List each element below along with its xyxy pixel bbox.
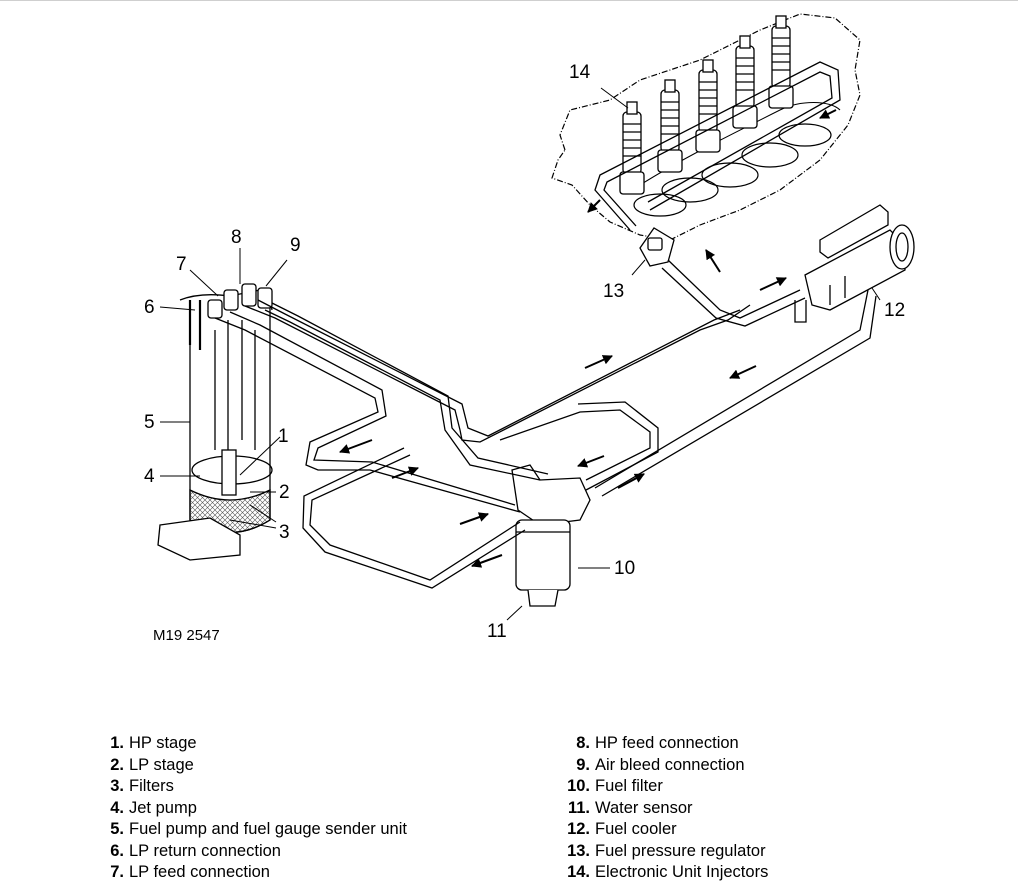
fuel-lines (214, 259, 877, 589)
injector-5 (768, 15, 794, 109)
callout-4: 4 (144, 466, 155, 487)
legend-column-left: 1. HP stage 2. LP stage 3. Filters 4. Jet pu… (92, 733, 407, 884)
callout-3: 3 (279, 522, 290, 543)
fuel-pressure-regulator (639, 227, 675, 267)
fuel-pump-sender-unit (157, 289, 273, 561)
legend-number: 3. (110, 777, 124, 795)
legend-item: 5. Fuel pump and fuel gauge sender unit (92, 819, 407, 841)
callout-8: 8 (231, 227, 242, 248)
legend-number: 8. (576, 734, 590, 752)
legend-item: 2. LP stage (92, 755, 407, 777)
injector-3 (695, 59, 721, 153)
legend-item: 1. HP stage (92, 733, 407, 755)
injector-2 (657, 79, 683, 173)
legend-number: 14. (567, 863, 590, 881)
legend-item: 13. Fuel pressure regulator (558, 841, 768, 863)
callout-7: 7 (176, 254, 187, 275)
legend-label: LP return connection (129, 841, 281, 860)
callout-14: 14 (569, 62, 591, 83)
legend-number: 11. (567, 798, 590, 817)
legend-label: Fuel pressure regulator (595, 841, 766, 860)
legend-label: Water sensor (595, 798, 693, 817)
callout-11: 11 (487, 621, 507, 642)
legend-item: 7. LP feed connection (92, 862, 407, 884)
legend-label: Fuel pump and fuel gauge sender unit (129, 820, 407, 838)
legend-label: HP stage (129, 734, 197, 752)
callout-1: 1 (278, 426, 289, 447)
legend-number: 7. (110, 863, 124, 881)
legend-item: 9. Air bleed connection (558, 755, 768, 777)
legend-number: 4. (110, 798, 124, 817)
fuel-system-diagram: 1 2 3 4 5 6 7 8 9 10 11 12 13 14 M19 254… (144, 13, 915, 644)
legend-item: 10. Fuel filter (558, 776, 768, 798)
legend-number: 9. (576, 755, 590, 774)
callout-10: 10 (614, 558, 635, 579)
legend-item: 4. Jet pump (92, 798, 407, 820)
callout-12: 12 (884, 300, 905, 321)
legend-item: 14. Electronic Unit Injectors (558, 862, 768, 884)
legend-item: 6. LP return connection (92, 841, 407, 863)
legend-label: Fuel cooler (595, 820, 677, 838)
legend-label: Filters (129, 777, 174, 795)
legend-number: 1. (110, 734, 124, 752)
figure-reference: M19 2547 (153, 627, 220, 644)
electronic-unit-injectors (619, 15, 794, 195)
legend-number: 12. (567, 820, 590, 838)
injector-1 (619, 101, 645, 195)
fuel-cooler (794, 204, 915, 323)
legend-label: HP feed connection (595, 734, 739, 752)
callout-2: 2 (279, 482, 290, 503)
injector-rail (587, 61, 841, 231)
legend-column-right: 8. HP feed connection 9. Air bleed connect… (558, 733, 768, 884)
callout-6: 6 (144, 297, 155, 318)
legend-label: Jet pump (129, 798, 197, 817)
legend-label: LP feed connection (129, 863, 270, 881)
flow-arrows (339, 249, 787, 568)
legend-item: 11. Water sensor (558, 798, 768, 820)
legend-number: 6. (110, 841, 124, 860)
legend-number: 2. (110, 755, 124, 774)
legend-number: 10. (567, 777, 590, 795)
callout-9: 9 (290, 235, 301, 256)
leader-lines (159, 87, 881, 621)
legend-label: Electronic Unit Injectors (595, 863, 769, 881)
legend-item: 8. HP feed connection (558, 733, 768, 755)
legend-item: 3. Filters (92, 776, 407, 798)
top-rule (0, 0, 1018, 1)
legend-number: 5. (110, 820, 124, 838)
legend-label: LP stage (129, 755, 194, 774)
legend-number: 13. (567, 841, 590, 860)
legend-label: Fuel filter (595, 777, 663, 795)
legend-label: Air bleed connection (595, 755, 745, 774)
callout-13: 13 (603, 281, 624, 302)
pump-connections (207, 283, 273, 319)
injector-4 (732, 35, 758, 129)
legend-item: 12. Fuel cooler (558, 819, 768, 841)
callout-5: 5 (144, 412, 155, 433)
fuel-filter (511, 464, 591, 607)
